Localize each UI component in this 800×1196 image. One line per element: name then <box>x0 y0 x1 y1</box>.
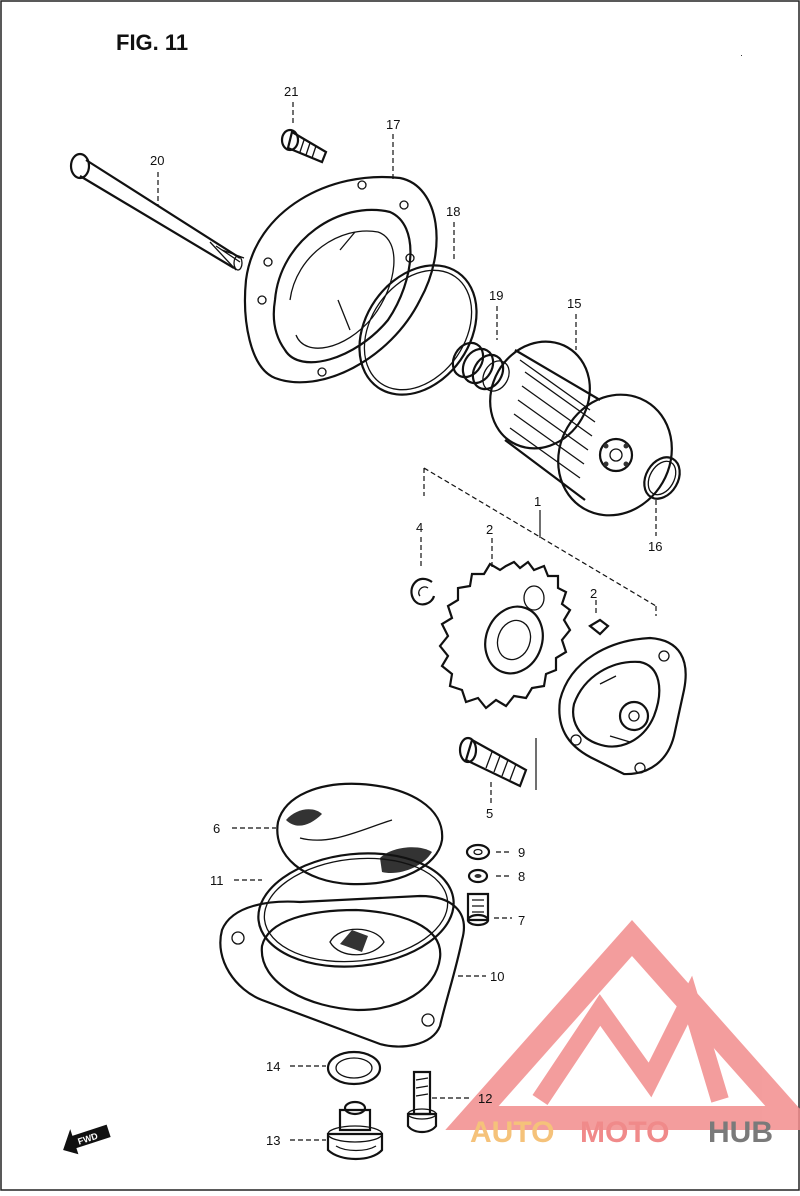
part-2-pump-gear <box>438 560 572 710</box>
stray-mark: · <box>740 50 743 60</box>
callout-14: 14 <box>266 1059 280 1074</box>
callout-13: 13 <box>266 1133 280 1148</box>
part-9-washer <box>465 843 491 861</box>
figure-title: FIG. 11 <box>116 30 188 55</box>
assembly-1-bracket <box>423 467 657 616</box>
callout-9: 9 <box>518 845 525 860</box>
callout-11: 11 <box>210 873 224 888</box>
callout-10: 10 <box>490 969 504 984</box>
part-17-filter-cover <box>243 175 438 384</box>
part-6-oil-screen <box>276 782 444 886</box>
callout-12: 12 <box>478 1091 492 1106</box>
callout-8: 8 <box>518 869 525 884</box>
callout-18: 18 <box>446 204 460 219</box>
callout-21: 21 <box>284 84 298 99</box>
callout-6: 6 <box>213 821 220 836</box>
watermark-text: AUTO MOTO HUB <box>470 1116 773 1149</box>
part-7-screw <box>466 892 490 927</box>
callout-16: 16 <box>648 539 662 554</box>
bolt-head <box>69 152 91 180</box>
callout-2-gear: 2 <box>486 522 493 537</box>
fwd-arrow-icon <box>63 1124 111 1155</box>
callout-19: 19 <box>489 288 503 303</box>
part-2-pin <box>588 618 610 636</box>
callout-20: 20 <box>150 153 164 168</box>
part-21-small-bolt <box>280 128 328 164</box>
part-18-o-ring <box>358 264 478 396</box>
part-20-long-bolt <box>69 152 245 271</box>
callout-15: 15 <box>567 296 581 311</box>
callout-17: 17 <box>386 117 400 132</box>
part-10-pan-cover <box>219 894 465 1048</box>
oil-pump-body <box>558 636 687 776</box>
callout-1: 1 <box>534 494 541 509</box>
watermark-auto: AUTO <box>470 1116 554 1149</box>
callout-7: 7 <box>518 913 525 928</box>
part-14-gasket-washer <box>326 1050 382 1086</box>
part-19-spring <box>451 341 510 392</box>
watermark-logo <box>445 919 800 1130</box>
fwd-arrow-marker: FWD <box>63 1124 111 1155</box>
part-15-oil-filter <box>489 340 673 517</box>
callout-4: 4 <box>416 520 423 535</box>
watermark-moto: MOTO <box>580 1116 669 1149</box>
watermark-hub: HUB <box>708 1116 773 1149</box>
callout-2-pin: 2 <box>590 586 597 601</box>
callout-5: 5 <box>486 806 493 821</box>
logo-triangle <box>445 919 800 1130</box>
part-12-bolt <box>406 1070 438 1134</box>
part-8-lock-washer <box>467 868 489 884</box>
part-16-o-ring <box>643 456 681 500</box>
part-13-drain-plug <box>326 1100 384 1160</box>
logo-m-shape <box>532 975 729 1105</box>
part-4-circlip <box>410 577 436 606</box>
part-5-bolt <box>458 736 528 788</box>
